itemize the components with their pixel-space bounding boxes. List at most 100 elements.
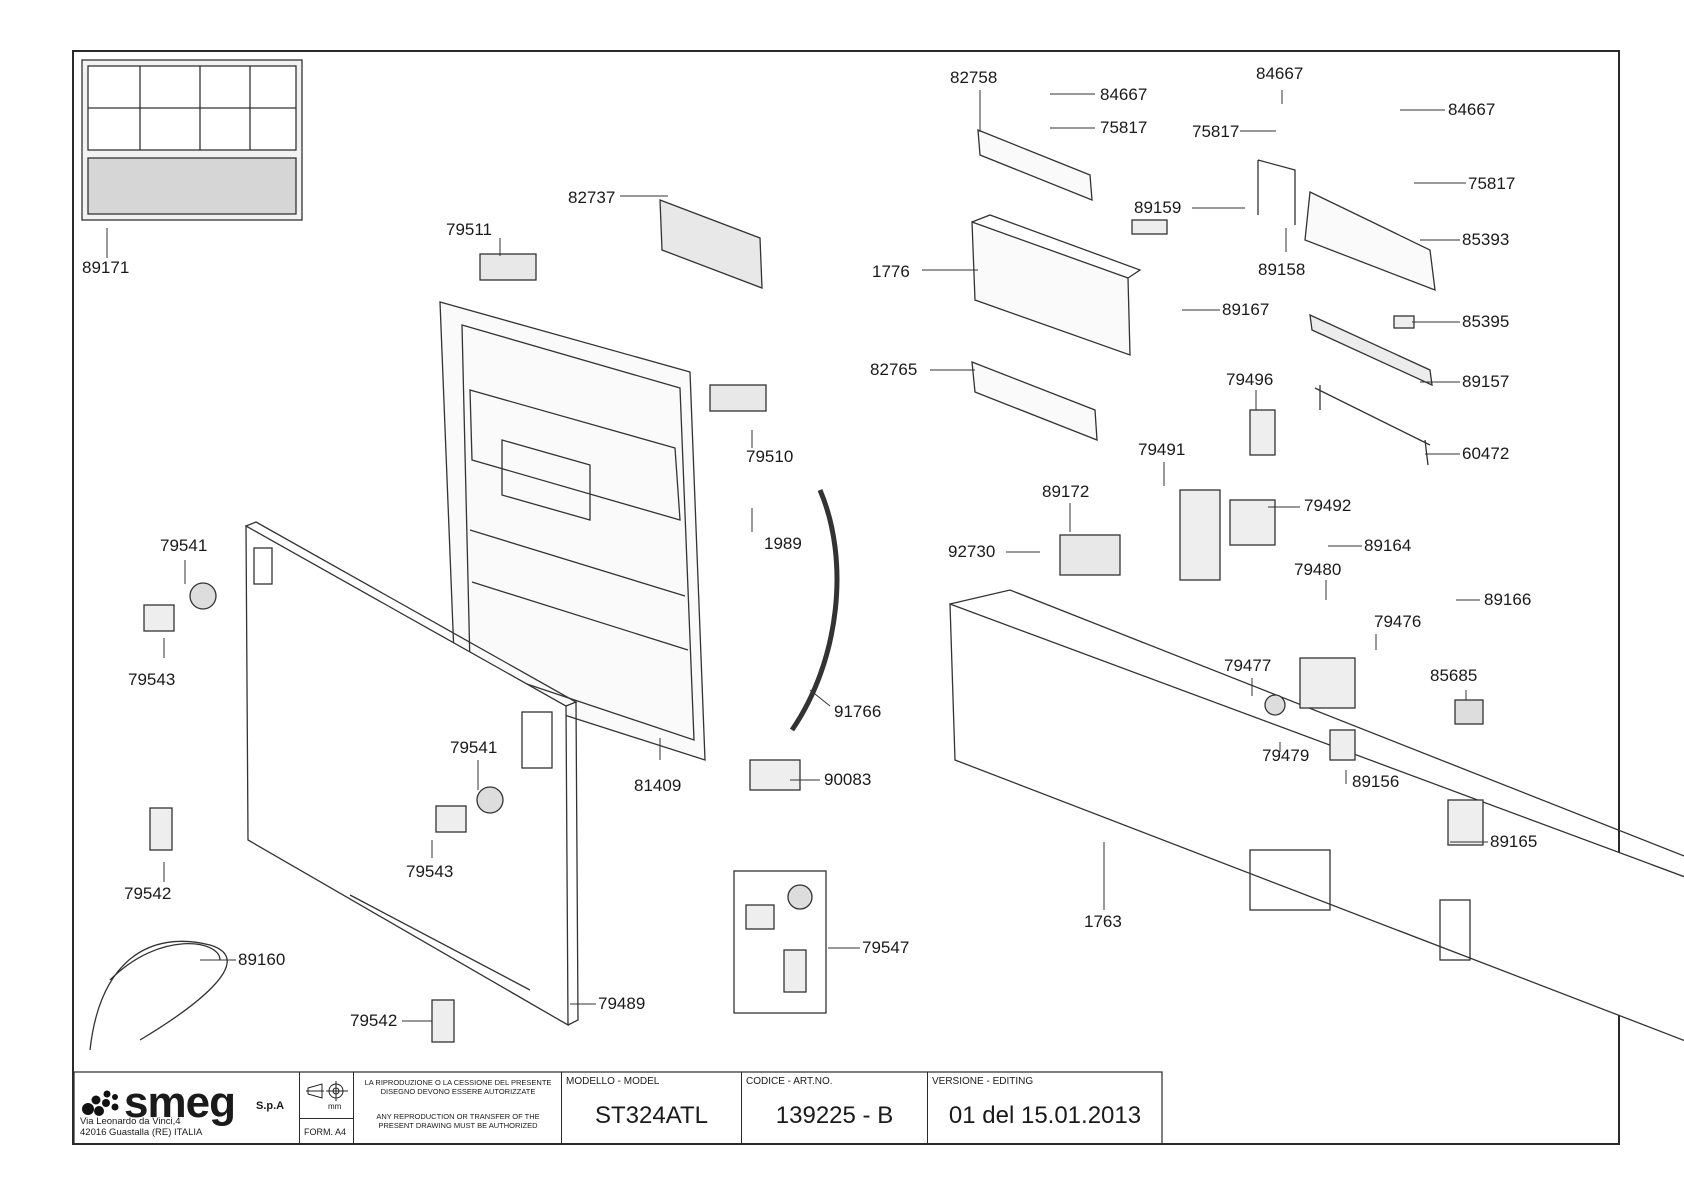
harness-89160-part bbox=[89, 940, 228, 1051]
part-label: 79542 bbox=[350, 1011, 398, 1030]
part-label: 84667 bbox=[1256, 64, 1304, 83]
plate-79543b-part bbox=[435, 805, 467, 833]
part-label: 82765 bbox=[870, 360, 918, 379]
address-line-1: Via Leonardo da Vinci,4 bbox=[80, 1116, 181, 1127]
plate-79542-part bbox=[149, 807, 173, 851]
part-label: 92730 bbox=[948, 542, 996, 561]
part-89156 bbox=[1329, 729, 1356, 761]
outer-door-panel-part bbox=[245, 521, 579, 1027]
inner-door-panel-part bbox=[439, 301, 706, 761]
part-85395 bbox=[1393, 315, 1415, 329]
part-85685 bbox=[1454, 699, 1484, 725]
version-cell: VERSIONE - EDITING 01 del 15.01.2013 bbox=[928, 1072, 1162, 1144]
code-value: 139225 - B bbox=[775, 1102, 894, 1129]
plate-79542b-part bbox=[431, 999, 455, 1043]
part-label: 1989 bbox=[764, 534, 802, 553]
bracket-82758-part bbox=[977, 129, 1093, 201]
part-label: 89164 bbox=[1364, 536, 1412, 555]
part-label: 79510 bbox=[746, 447, 794, 466]
units-label: mm bbox=[328, 1102, 342, 1111]
part-label: 79547 bbox=[862, 938, 910, 957]
format-cell: mm FORM. A4 bbox=[300, 1072, 354, 1144]
brand-cell: smeg S.p.A Via Leonardo da Vinci,4 42016… bbox=[74, 1072, 300, 1144]
part-79496 bbox=[1249, 409, 1276, 456]
hose-91766-part bbox=[789, 489, 840, 732]
strip-82765-part bbox=[971, 361, 1098, 441]
part-label: 1763 bbox=[1084, 912, 1122, 931]
part-label: 79480 bbox=[1294, 560, 1342, 579]
instruction-sheet-part bbox=[81, 59, 303, 221]
lock-79510-part bbox=[709, 384, 767, 412]
part-label: 75817 bbox=[1468, 174, 1516, 193]
company-suffix: S.p.A bbox=[256, 1100, 285, 1112]
part-label: 89160 bbox=[238, 950, 286, 969]
part-79491 bbox=[1179, 489, 1221, 581]
part-label: 85395 bbox=[1462, 312, 1510, 331]
format-divider bbox=[300, 1118, 354, 1119]
key-carrier-85393-part bbox=[1304, 191, 1436, 291]
part-label: 89156 bbox=[1352, 772, 1400, 791]
version-header: VERSIONE - EDITING bbox=[932, 1076, 1034, 1087]
part-label: 75817 bbox=[1100, 118, 1148, 137]
projection-symbol-icon bbox=[306, 1081, 348, 1101]
bracket-89158-part bbox=[1257, 159, 1296, 225]
part-label: 84667 bbox=[1100, 85, 1148, 104]
version-value: 01 del 15.01.2013 bbox=[948, 1102, 1142, 1129]
part-label: 79489 bbox=[598, 994, 646, 1013]
company-address: Via Leonardo da Vinci,4 42016 Guastalla … bbox=[80, 1116, 202, 1138]
model-cell: MODELLO - MODEL ST324ATL bbox=[562, 1072, 742, 1144]
plate-79543-part bbox=[143, 604, 175, 632]
part-label: 60472 bbox=[1462, 444, 1510, 463]
module-82737-part bbox=[659, 199, 763, 289]
part-79477 bbox=[1264, 694, 1286, 716]
spring-79541b-part bbox=[476, 786, 504, 814]
part-89165 bbox=[1447, 799, 1484, 846]
part-90083 bbox=[749, 759, 801, 791]
code-header: CODICE - ART.NO. bbox=[746, 1076, 833, 1087]
control-box-part bbox=[971, 214, 1142, 356]
part-label: 89166 bbox=[1484, 590, 1532, 609]
notice-cell: LA RIPRODUZIONE O LA CESSIONE DEL PRESEN… bbox=[354, 1072, 562, 1144]
part-79492 bbox=[1229, 499, 1276, 546]
part-label: 79543 bbox=[128, 670, 176, 689]
part-89172 bbox=[1059, 534, 1121, 576]
part-label: 90083 bbox=[824, 770, 872, 789]
code-cell: CODICE - ART.NO. 139225 - B bbox=[742, 1072, 928, 1144]
part-label: 79492 bbox=[1304, 496, 1352, 515]
part-label: 81409 bbox=[634, 776, 682, 795]
title-block-grid bbox=[73, 1071, 1163, 1145]
part-label: 79496 bbox=[1226, 370, 1274, 389]
logo-dots-icon bbox=[82, 1080, 122, 1130]
spring-79541-part bbox=[189, 582, 217, 610]
part-label: 79491 bbox=[1138, 440, 1186, 459]
part-label: 89171 bbox=[82, 258, 130, 277]
lock-79511-part bbox=[479, 253, 537, 281]
part-label: 79541 bbox=[450, 738, 498, 757]
control-panel-part bbox=[949, 589, 1684, 1042]
part-label: 79479 bbox=[1262, 746, 1310, 765]
part-label: 85685 bbox=[1430, 666, 1478, 685]
notice-english: ANY REPRODUCTION OR TRANSFER OF THE PRES… bbox=[376, 1112, 540, 1130]
board-89157-part bbox=[1309, 313, 1433, 387]
part-label: 85393 bbox=[1462, 230, 1510, 249]
format-label: FORM. A4 bbox=[304, 1127, 347, 1137]
logo-text: smeg bbox=[124, 1078, 236, 1127]
part-label: 89159 bbox=[1134, 198, 1182, 217]
part-label: 82737 bbox=[568, 188, 616, 207]
part-label: 79543 bbox=[406, 862, 454, 881]
notice-italian: LA RIPRODUZIONE O LA CESSIONE DEL PRESEN… bbox=[364, 1078, 552, 1096]
part-label: 89172 bbox=[1042, 482, 1090, 501]
model-value: ST324ATL bbox=[595, 1102, 708, 1129]
address-line-2: 42016 Guastalla (RE) ITALIA bbox=[80, 1127, 203, 1138]
part-label: 89158 bbox=[1258, 260, 1306, 279]
part-label: 84667 bbox=[1448, 100, 1496, 119]
part-label: 89167 bbox=[1222, 300, 1270, 319]
part-label: 89157 bbox=[1462, 372, 1510, 391]
part-label: 82758 bbox=[950, 68, 998, 87]
model-header: MODELLO - MODEL bbox=[566, 1076, 660, 1087]
part-label: 79476 bbox=[1374, 612, 1422, 631]
bracket-60472-part bbox=[1314, 385, 1431, 466]
part-label: 79477 bbox=[1224, 656, 1272, 675]
part-label: 91766 bbox=[834, 702, 882, 721]
